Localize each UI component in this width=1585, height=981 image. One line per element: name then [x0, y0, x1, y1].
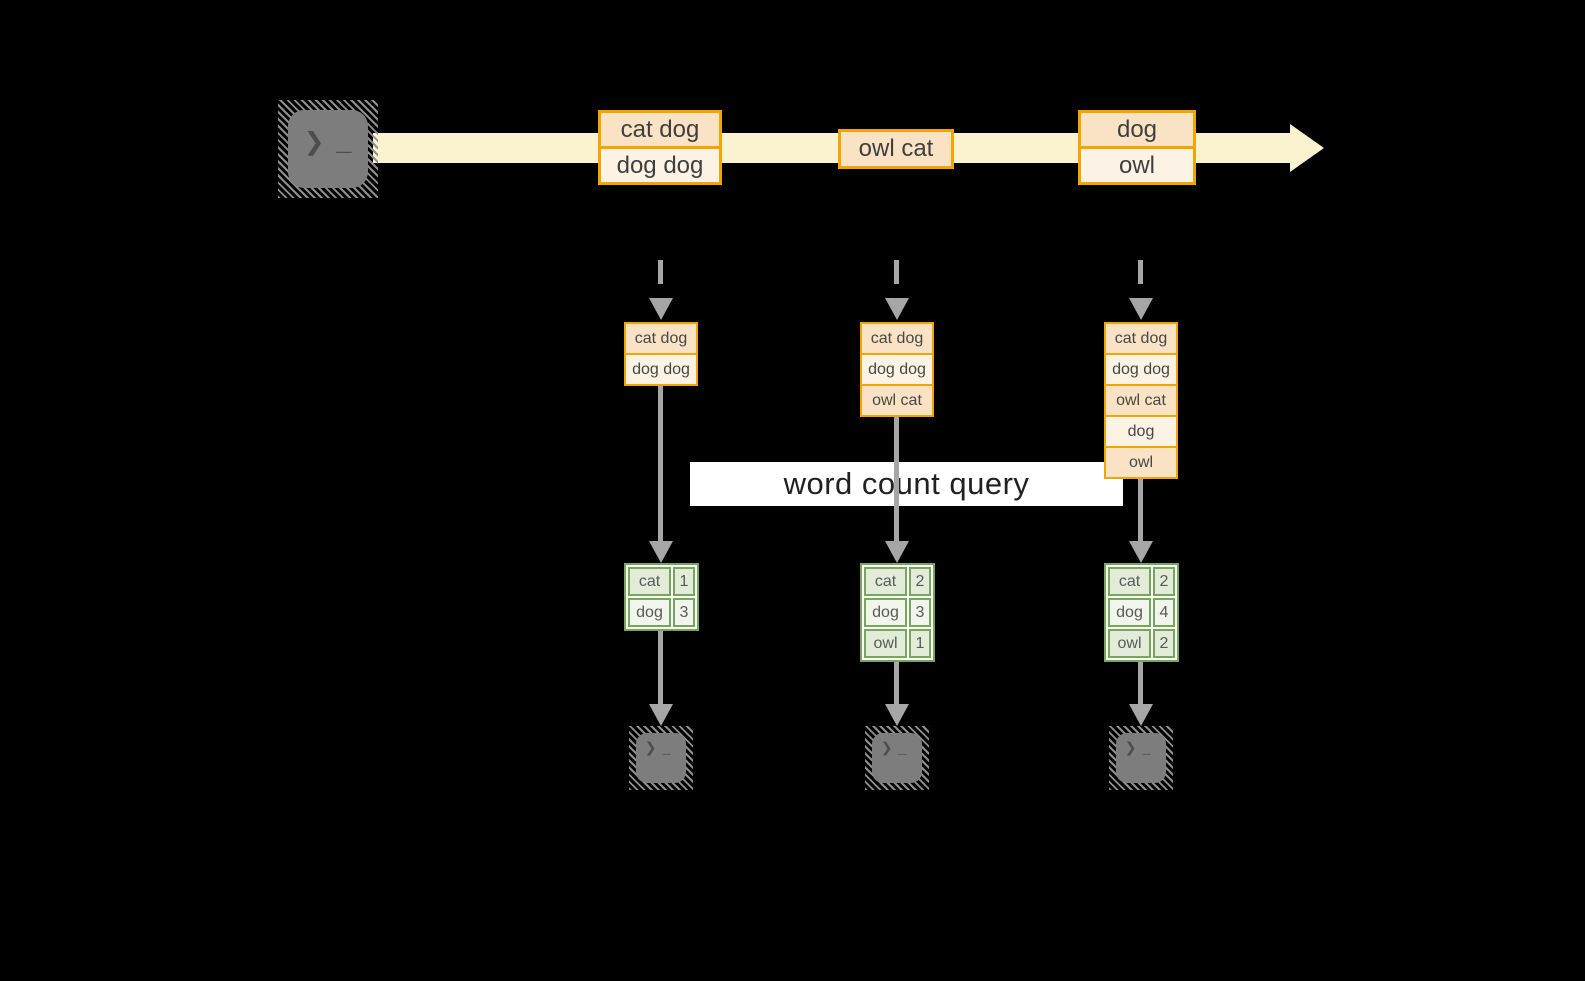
event-line: cat dog — [598, 110, 722, 149]
state-line: cat dog — [1104, 322, 1178, 355]
arrowhead-icon — [1129, 704, 1153, 726]
count-cell: 2 — [1153, 567, 1175, 596]
prompt-underscore-icon: _ — [1142, 741, 1152, 758]
word-cell: cat — [628, 567, 671, 596]
arrowhead-icon — [885, 541, 909, 563]
arrowhead-icon — [1129, 298, 1153, 320]
terminal-screen: ❯ _ — [1116, 733, 1166, 783]
count-table-2: cat 2 dog 3 owl 1 — [860, 563, 935, 662]
terminal-screen: ❯ _ — [636, 733, 686, 783]
state-line: dog — [1104, 415, 1178, 448]
stream-timeline-arrowhead-icon — [1290, 124, 1324, 172]
count-cell: 3 — [909, 598, 931, 627]
timeline-event-batch-3: dog owl — [1078, 110, 1196, 185]
prompt-underscore-icon: _ — [662, 741, 672, 758]
word-cell: dog — [1108, 598, 1151, 627]
arrowhead-icon — [649, 704, 673, 726]
sink-terminal-icon: ❯ _ — [629, 726, 693, 790]
state-box-2: cat dog dog dog owl cat — [860, 322, 934, 417]
source-terminal-icon: ❯ _ — [278, 100, 378, 198]
prompt-chevron-icon: ❯ — [1125, 738, 1137, 760]
flow-arrow-line — [658, 386, 663, 543]
count-cell: 1 — [673, 567, 695, 596]
state-box-1: cat dog dog dog — [624, 322, 698, 386]
state-line: cat dog — [624, 322, 698, 355]
count-cell: 1 — [909, 629, 931, 658]
sink-terminal-icon: ❯ _ — [865, 726, 929, 790]
query-label: word count query — [783, 466, 1030, 501]
state-line: owl cat — [860, 384, 934, 417]
prompt-chevron-icon: ❯ — [881, 738, 893, 760]
flow-arrow-line — [658, 631, 663, 706]
state-line: dog dog — [860, 353, 934, 386]
dashed-arrow-segment — [894, 260, 899, 284]
event-line: dog — [1078, 110, 1196, 149]
count-cell: 3 — [673, 598, 695, 627]
prompt-chevron-icon: ❯ — [645, 738, 657, 760]
terminal-screen: ❯ _ — [872, 733, 922, 783]
event-line: owl — [1078, 146, 1196, 185]
state-line: owl cat — [1104, 384, 1178, 417]
word-cell: cat — [1108, 567, 1151, 596]
event-line: dog dog — [598, 146, 722, 185]
word-cell: owl — [1108, 629, 1151, 658]
flow-arrow-line — [1138, 479, 1143, 543]
sink-terminal-icon: ❯ _ — [1109, 726, 1173, 790]
arrowhead-icon — [649, 541, 673, 563]
state-line: dog dog — [1104, 353, 1178, 386]
flow-arrow-line — [894, 417, 899, 543]
event-line: owl cat — [838, 129, 954, 169]
state-line: cat dog — [860, 322, 934, 355]
flow-arrow-line — [1138, 662, 1143, 706]
arrowhead-icon — [649, 298, 673, 320]
dashed-arrow-segment — [1138, 260, 1143, 284]
word-cell: cat — [864, 567, 907, 596]
count-table-3: cat 2 dog 4 owl 2 — [1104, 563, 1179, 662]
prompt-chevron-icon: ❯ — [304, 126, 325, 164]
arrowhead-icon — [885, 298, 909, 320]
terminal-screen: ❯ _ — [288, 110, 368, 188]
timeline-event-batch-1: cat dog dog dog — [598, 110, 722, 185]
count-cell: 4 — [1153, 598, 1175, 627]
prompt-underscore-icon: _ — [898, 741, 908, 758]
word-cell: dog — [628, 598, 671, 627]
query-band: word count query — [690, 462, 1123, 506]
arrowhead-icon — [1129, 541, 1153, 563]
flow-arrow-line — [894, 662, 899, 706]
dashed-arrow-segment — [658, 260, 663, 284]
state-line: dog dog — [624, 353, 698, 386]
word-cell: owl — [864, 629, 907, 658]
state-line: owl — [1104, 446, 1178, 479]
arrowhead-icon — [885, 704, 909, 726]
count-cell: 2 — [909, 567, 931, 596]
prompt-underscore-icon: _ — [336, 128, 352, 158]
word-cell: dog — [864, 598, 907, 627]
state-box-3: cat dog dog dog owl cat dog owl — [1104, 322, 1178, 479]
timeline-event-batch-2: owl cat — [838, 129, 954, 169]
count-table-1: cat 1 dog 3 — [624, 563, 699, 631]
count-cell: 2 — [1153, 629, 1175, 658]
